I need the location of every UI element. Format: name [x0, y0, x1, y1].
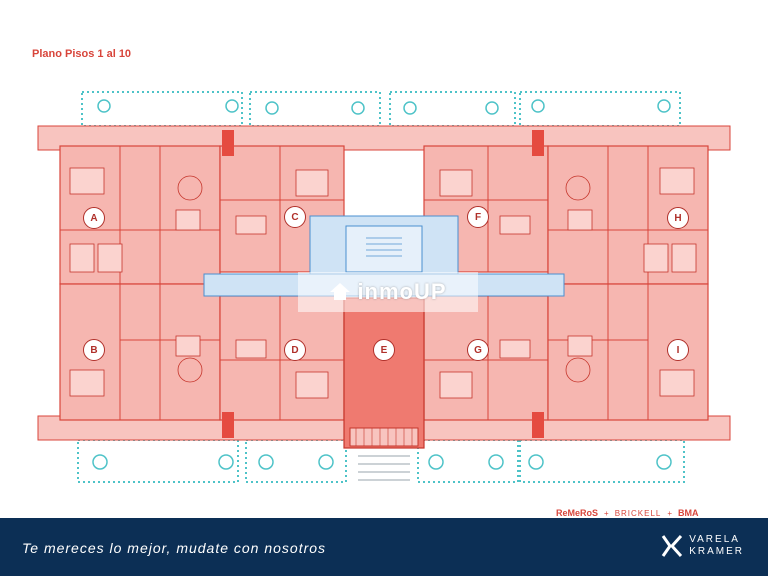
plan-title: Plano Pisos 1 al 10 [32, 48, 132, 60]
unit-e [343, 297, 425, 449]
watermark: inmoUP [298, 272, 478, 312]
unit-label-a: A [83, 207, 105, 229]
unit-label-b: B [83, 339, 105, 361]
watermark-text: inmoUP [357, 279, 447, 304]
brand-logo: VARELA KRAMER [661, 534, 744, 558]
brickell-logo: BRICKELL [614, 508, 662, 518]
unit-label-i: I [667, 339, 689, 361]
partner-logos: ReMeRoS + BRICKELL + BMA [556, 508, 699, 518]
house-icon [329, 283, 351, 301]
unit-label-c: C [284, 206, 306, 228]
brand-line-1: VARELA [689, 534, 740, 545]
slogan: Te mereces lo mejor, mudate con nosotros [22, 540, 327, 556]
unit-label-d: D [284, 339, 306, 361]
plus-separator: + [604, 508, 609, 518]
k-logo-icon [661, 534, 683, 558]
garden-top [81, 91, 681, 127]
unit-label-g: G [467, 339, 489, 361]
unit-label-f: F [467, 206, 489, 228]
plus-separator: + [667, 508, 673, 518]
brand-line-2: KRAMER [689, 546, 744, 557]
garden-shrubs [92, 99, 672, 470]
unit-label-e: E [373, 339, 395, 361]
bma-logo: BMA [678, 508, 699, 518]
footer-bar: Te mereces lo mejor, mudate con nosotros… [0, 518, 768, 576]
remeros-logo: ReMeRoS [556, 508, 599, 518]
floor-plan [37, 91, 731, 483]
unit-label-h: H [667, 207, 689, 229]
